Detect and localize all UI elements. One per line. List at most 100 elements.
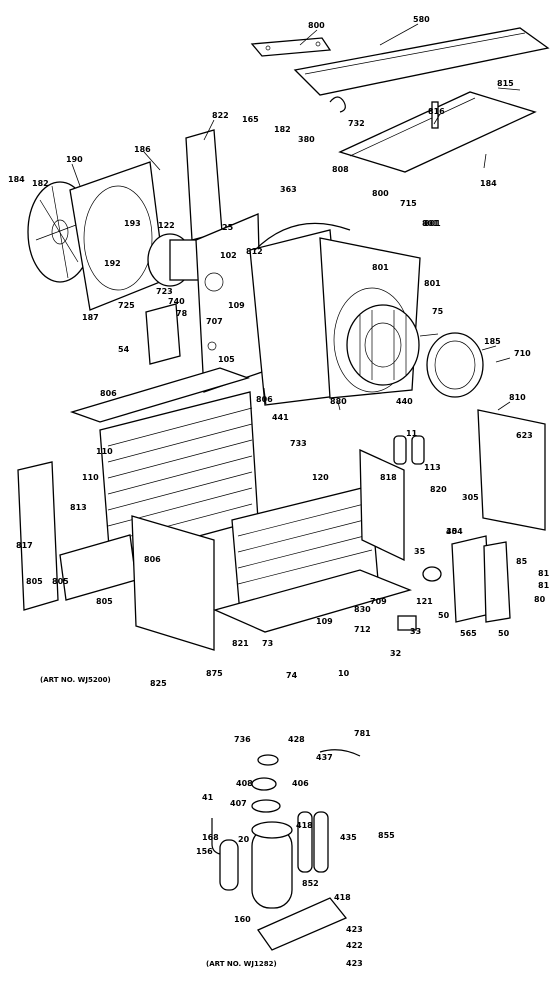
base-plate-418 xyxy=(257,897,348,951)
part-label: 73 xyxy=(262,639,273,648)
part-label: 74 xyxy=(286,671,298,680)
part-label: 732 xyxy=(348,119,365,128)
partition-panel-822 xyxy=(185,129,223,241)
part-label: 423 xyxy=(346,925,363,934)
part-label: 855 xyxy=(378,831,395,840)
part-label: 41 xyxy=(202,793,214,802)
part-label: 820 xyxy=(430,485,447,494)
part-label: 428 xyxy=(288,735,305,744)
part-label: 715 xyxy=(400,199,417,208)
part-label: 363 xyxy=(280,185,297,194)
part-label: 805 xyxy=(26,577,43,586)
part-label: 808 xyxy=(332,165,349,174)
part-label: 801 xyxy=(424,279,441,288)
bracket-623 xyxy=(359,448,405,562)
part-label: 712 xyxy=(354,625,371,634)
part-label: 304 xyxy=(446,527,463,536)
part-label: 50 xyxy=(498,629,510,638)
part-label: 781 xyxy=(354,729,371,738)
part-label: 184 xyxy=(480,179,497,188)
part-label: 821 xyxy=(232,639,249,648)
part-label: 709 xyxy=(370,597,387,606)
part-label: 806 xyxy=(100,389,117,398)
part-label: 580 xyxy=(413,15,430,24)
part-label: 187 xyxy=(82,313,99,322)
part-label: 805 xyxy=(52,577,69,586)
part-label: 105 xyxy=(218,355,235,364)
end-panel-805 xyxy=(17,461,59,611)
top-cover-panel xyxy=(293,27,550,96)
part-label: 816 xyxy=(428,107,445,116)
part-label: 122 xyxy=(158,221,175,230)
small-bracket-800 xyxy=(250,37,332,57)
switch-35 xyxy=(422,566,442,582)
part-label: 725 xyxy=(118,301,135,310)
part-label: 186 xyxy=(134,145,151,154)
heater-bracket-565 xyxy=(451,535,511,623)
top-plate-816 xyxy=(69,367,251,423)
part-label: 193 xyxy=(124,219,141,228)
leader-lines xyxy=(71,23,521,411)
scroll-ring-185 xyxy=(426,332,484,398)
part-label: 81 xyxy=(538,581,550,590)
base-rail-806 xyxy=(59,534,137,601)
part-label: 565 xyxy=(460,629,477,638)
part-label: 418 xyxy=(296,821,313,830)
part-label: 800 xyxy=(308,21,325,30)
part-label: 168 xyxy=(202,833,219,842)
blower-wheel-75 xyxy=(346,304,420,386)
part-label: 78 xyxy=(176,309,188,318)
part-label: 801 xyxy=(422,219,439,228)
part-label: 806 xyxy=(144,555,161,564)
part-label: 408 xyxy=(236,779,253,788)
part-label: 830 xyxy=(354,605,371,614)
part-label: 710 xyxy=(514,349,531,358)
spring-732 xyxy=(329,96,346,113)
part-label: 102 xyxy=(220,251,237,260)
part-label: 165 xyxy=(242,115,259,124)
part-label: 815 xyxy=(497,79,514,88)
part-label: 806 xyxy=(256,395,273,404)
part-label: 440 xyxy=(396,397,413,406)
part-label: 45 xyxy=(446,527,458,536)
part-label: 185 xyxy=(484,337,501,346)
part-label: 25 xyxy=(222,223,234,232)
part-label: 192 xyxy=(104,259,121,268)
part-label: 113 xyxy=(424,463,441,472)
fan-shroud xyxy=(69,161,166,311)
part-label: 418 xyxy=(334,893,351,902)
capacitors-11 xyxy=(393,435,425,465)
side-panel-810 xyxy=(477,409,546,531)
part-label: 822 xyxy=(212,111,229,120)
part-label: 156 xyxy=(196,847,213,856)
part-label: 801 xyxy=(424,219,441,228)
part-label: 33 xyxy=(410,627,421,636)
art-number-top: (ART NO. WJ5200) xyxy=(40,676,111,684)
part-label: 800 xyxy=(372,189,389,198)
compressor-100 xyxy=(251,821,293,909)
part-label: 818 xyxy=(380,473,397,482)
part-label: 109 xyxy=(228,301,245,310)
part-label: 441 xyxy=(272,413,289,422)
part-label: 81 xyxy=(538,569,550,578)
part-label: 20 xyxy=(238,835,250,844)
part-label: 110 xyxy=(82,473,99,482)
part-label: 801 xyxy=(372,263,389,272)
side-panel-825 xyxy=(131,515,215,651)
part-label: 437 xyxy=(316,753,333,762)
part-label: 54 xyxy=(118,345,130,354)
part-label: 817 xyxy=(16,541,33,550)
part-label: 80 xyxy=(534,595,546,604)
part-label: 121 xyxy=(416,597,433,606)
part-label: 380 xyxy=(298,135,315,144)
part-label: 190 xyxy=(66,155,83,164)
part-label: 623 xyxy=(516,431,533,440)
base-pan xyxy=(213,569,412,633)
part-label: 120 xyxy=(312,473,329,482)
part-label: 733 xyxy=(290,439,307,448)
part-label: 880 xyxy=(330,397,347,406)
part-label: 740 xyxy=(168,297,185,306)
part-label: 812 xyxy=(246,247,263,256)
mount-parts-406 xyxy=(251,754,281,813)
